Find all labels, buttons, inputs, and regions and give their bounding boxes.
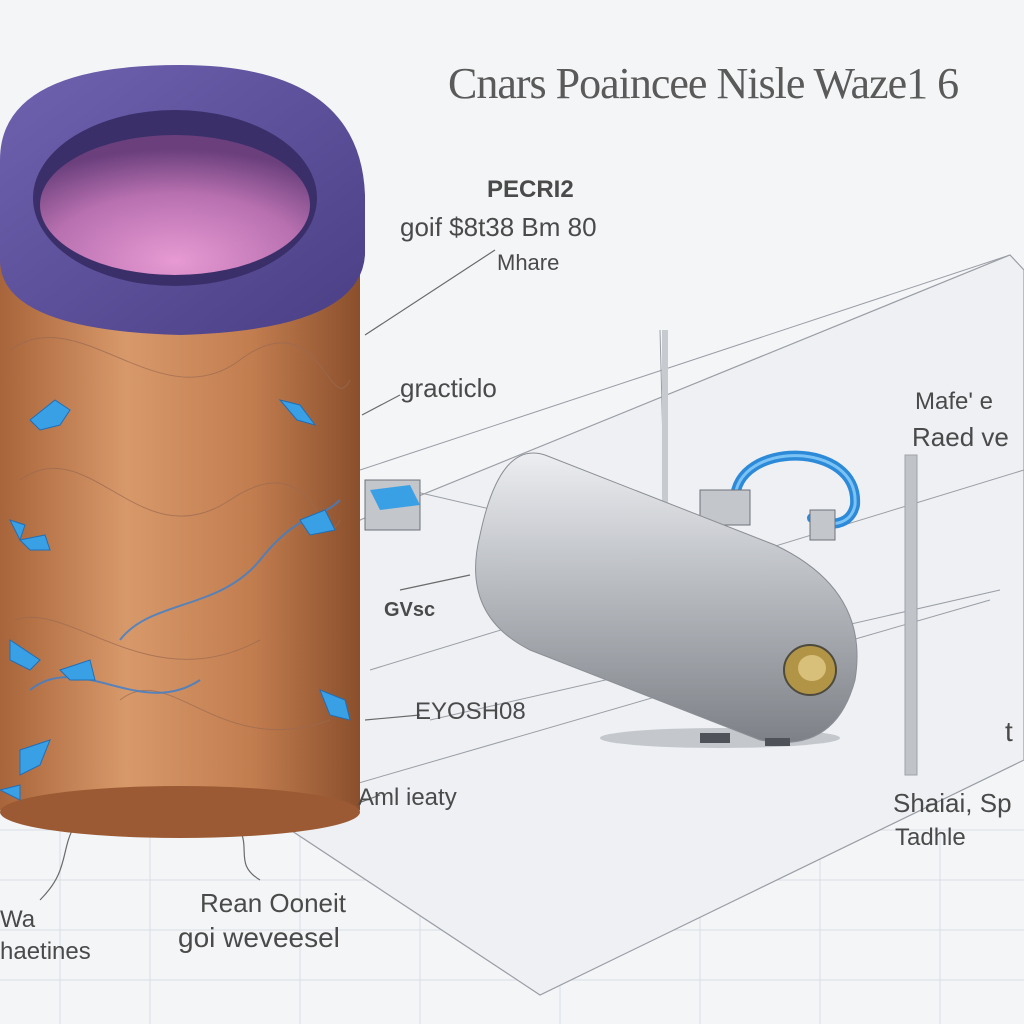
label-mid-lower: EYOSH08 [415,698,526,725]
post-right [904,454,918,776]
post-left [662,330,668,520]
label-top-center-1: PECRI2 [487,176,574,203]
label-right-edge: t [1005,716,1013,747]
label-bottom-left-1: Wa [0,906,36,933]
label-top-center-2: goif $8t38 Bm 80 [400,212,597,242]
pipe-marks [0,399,351,801]
label-middle-left: gracticlo [400,373,497,403]
label-bottom-left-2: haetines [0,938,91,965]
label-top-center-3: Mhare [497,250,560,275]
label-right-top-1: Mafe' e [915,388,993,415]
left-fitting [364,479,421,531]
label-right-bottom-1: Shaiai, Sp [893,788,1012,818]
steel-tank [475,452,858,748]
label-right-top-2: Raed ve [912,422,1009,452]
label-bottom-center-1: Rean Ooneit [200,888,346,918]
copper-cylinder [0,65,365,838]
label-right-bottom-2: Tadhle [895,824,966,851]
label-lower-center: Aml ieaty [358,784,457,811]
diagram-title: Cnars Poaincee Nisle Waze1 6 [448,59,959,108]
hose-fitting-right [809,509,836,541]
label-mid-small: GVsc [384,599,436,621]
label-bottom-center-2: goi weveesel [178,922,340,953]
